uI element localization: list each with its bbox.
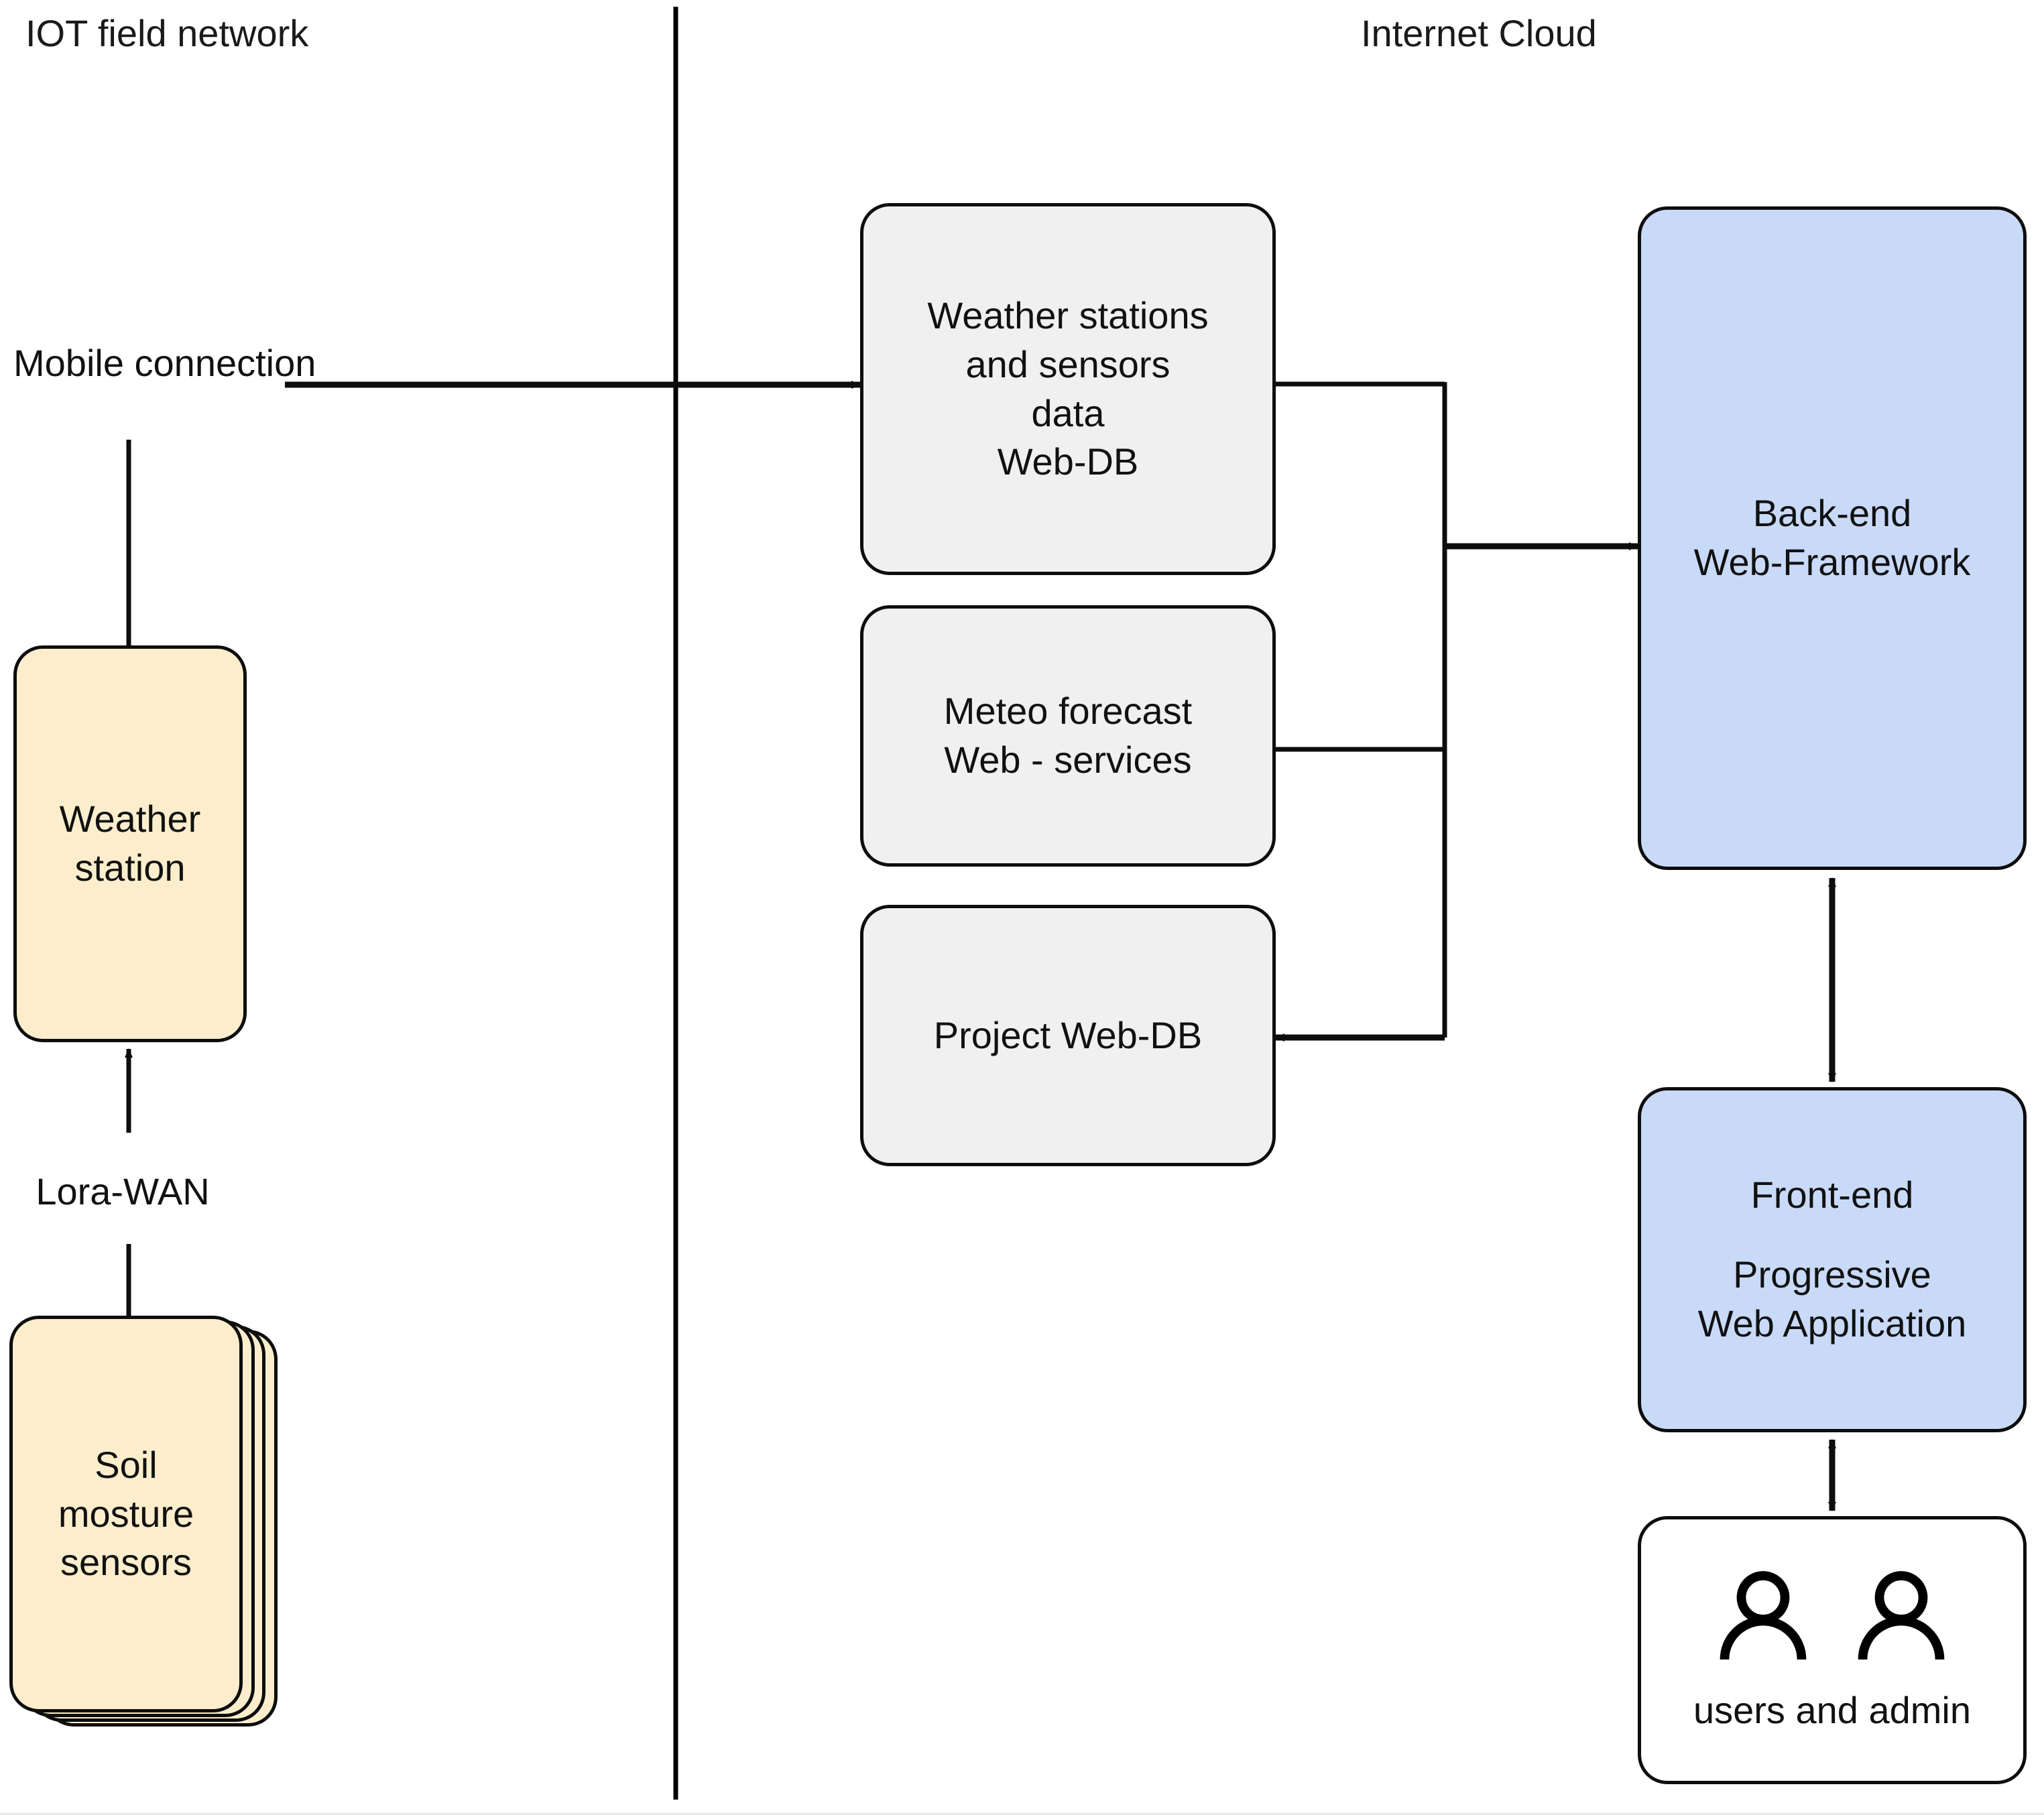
edge-label-lora-wan: Lora-WAN [12, 1169, 233, 1214]
soil-sensors-line1: Soil [95, 1443, 158, 1486]
users-and-admin-caption: users and admin [1693, 1688, 1971, 1731]
node-project-webdb[interactable]: Project Web-DB [860, 905, 1276, 1166]
users-icon-group [1713, 1566, 1951, 1666]
node-frontend-pwa[interactable]: Front-end Progressive Web Application [1638, 1087, 2027, 1432]
meteo-line1: Meteo forecast [943, 690, 1193, 733]
frontend-line1: Front-end [1750, 1174, 1914, 1216]
soil-sensors-line2: mosture [58, 1492, 194, 1535]
weather-station-line1: Weather [59, 798, 201, 840]
person-icon [1858, 1570, 1945, 1660]
mobile-connection-line1: Mobile [13, 342, 124, 384]
project-webdb-line1: Project Web-DB [933, 1013, 1203, 1056]
edge-label-mobile-connection: Mobile connection [13, 340, 316, 386]
node-weather-sensor-webdb[interactable]: Weather stations and sensors data Web-DB [860, 203, 1276, 575]
person-icon [1720, 1570, 1807, 1660]
frontend-line3: Web Application [1697, 1302, 1967, 1344]
backend-line2: Web-Framework [1693, 541, 1971, 583]
node-users-and-admin[interactable]: users and admin [1638, 1516, 2027, 1784]
node-meteo-forecast-webservices[interactable]: Meteo forecast Web - services [860, 605, 1276, 867]
node-backend-web-framework[interactable]: Back-end Web-Framework [1638, 206, 2027, 870]
wsdb-line2: and sensors [965, 342, 1170, 385]
weather-station-line2: station [74, 847, 186, 889]
wsdb-line4: Web-DB [997, 440, 1139, 483]
mobile-connection-line2: connection [134, 342, 316, 384]
backend-line1: Back-end [1752, 492, 1912, 535]
lora-wan-line1: Lora-WAN [36, 1170, 210, 1212]
frontend-line2: Progressive [1733, 1253, 1931, 1296]
soil-sensors-line3: sensors [60, 1541, 192, 1584]
wsdb-line3: data [1031, 391, 1105, 434]
wsdb-line1: Weather stations [927, 294, 1209, 336]
zone-label-cloud: Internet Cloud [1361, 12, 1597, 54]
zone-label-field: IOT field network [25, 12, 309, 54]
node-soil-moisture-sensors[interactable]: Soil mosture sensors [9, 1316, 243, 1712]
node-weather-station[interactable]: Weather station [13, 645, 247, 1042]
meteo-line2: Web - services [944, 739, 1192, 781]
